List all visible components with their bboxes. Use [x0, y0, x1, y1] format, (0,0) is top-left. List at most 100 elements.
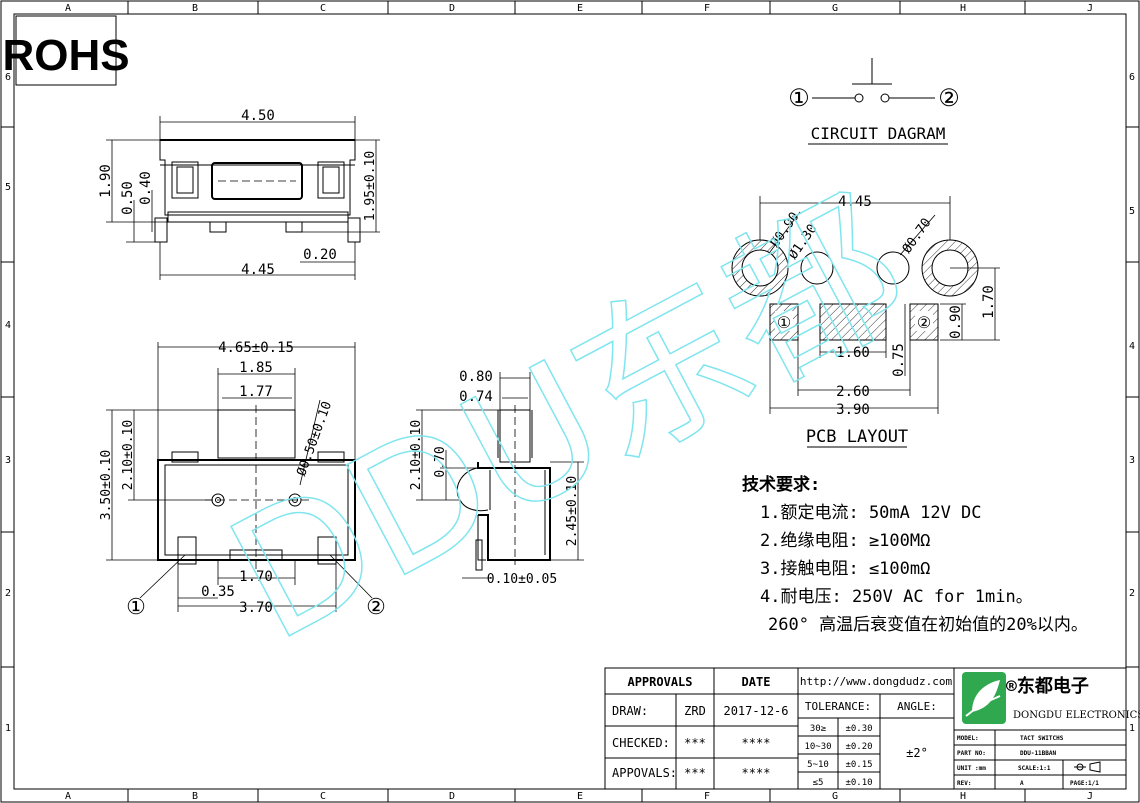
- tb-tol-range-1: 10~30: [804, 742, 831, 752]
- svg-text:C: C: [320, 791, 326, 802]
- tb-rev-value: A: [1020, 780, 1024, 787]
- svg-text:G: G: [832, 3, 838, 14]
- tb-model-label: MODEL:: [957, 735, 979, 742]
- requirement-1: 1.额定电流: 50mA 12V DC: [760, 503, 982, 523]
- column-labels-bottom: A B C D E F G H J: [65, 791, 1093, 802]
- circuit-title: CIRCUIT DAGRAM: [811, 124, 946, 143]
- svg-text:6: 6: [5, 72, 11, 83]
- requirement-5: 260° 高温后衰变值在初始值的20%以内。: [768, 615, 1088, 635]
- rohs-box: [15, 15, 117, 86]
- title-block: APPROVALS DATE http://www.dongdudz.com D…: [604, 667, 1140, 790]
- svg-text:6: 6: [1129, 72, 1135, 83]
- pcb-hole-right: [876, 251, 910, 285]
- tb-tol-range-2: 5~10: [807, 760, 829, 770]
- tb-company-cn: ®东都电子: [1006, 675, 1089, 697]
- dim-177: 1.77: [239, 384, 273, 400]
- svg-text:J: J: [1087, 3, 1093, 14]
- front-pin2-label: ②: [366, 595, 386, 620]
- dim-185: 1.85: [239, 360, 273, 376]
- row-labels-left: 6 5 4 3 2 1: [5, 72, 11, 734]
- dim-height-050: 0.50: [120, 181, 136, 215]
- dim-side-070: 0.70: [433, 446, 448, 477]
- dim-080: 0.80: [459, 369, 493, 385]
- tb-tolerance-label: TOLERANCE:: [805, 700, 871, 713]
- dim-074: 0.74: [459, 389, 493, 405]
- pcb-dim-260: 2.60: [836, 384, 870, 400]
- tb-page-label: PAGE:1/1: [1070, 780, 1099, 787]
- requirement-4: 4.耐电压: 250V AC for 1min。: [760, 587, 1033, 607]
- svg-text:4: 4: [5, 320, 11, 331]
- dim-height-040: 0.40: [138, 171, 154, 205]
- tb-checked-date: ****: [742, 736, 771, 750]
- svg-text:5: 5: [5, 182, 11, 193]
- svg-text:B: B: [192, 3, 198, 14]
- dim-210: 2.10±0.10: [121, 420, 136, 490]
- top-view: 4.50 4.45 1.90 0.50 0.40 1.95±0.10 0.20: [98, 108, 380, 280]
- requirement-2: 2.绝缘电阻: ≥100MΩ: [760, 531, 930, 551]
- pin1-terminal: [177, 536, 197, 565]
- dim-465: 4.65±0.15: [218, 340, 294, 356]
- dim-side-210: 2.10±0.10: [409, 420, 424, 490]
- tb-date: DATE: [742, 675, 771, 689]
- tb-draw-date: 2017-12-6: [723, 704, 788, 718]
- tb-approvals: APPROVALS: [627, 675, 692, 689]
- tb-unit-label: UNIT :mm: [957, 765, 986, 772]
- pcb-pad-center: [819, 303, 887, 341]
- inner-frame: [13, 13, 1127, 790]
- tb-part-value: DDU-11BBAN: [1020, 750, 1057, 757]
- front-pin1-label: ①: [126, 595, 146, 620]
- dim-350: 3.50±0.10: [99, 450, 114, 520]
- front-view-actuator: [217, 409, 296, 459]
- side-view-actuator: [499, 409, 531, 463]
- rohs-label: ROHS: [2, 31, 129, 80]
- tb-part-label: PART NO:: [957, 750, 986, 757]
- dim-370: 3.70: [239, 600, 273, 616]
- pcb-dim-160: 1.60: [836, 345, 870, 361]
- row-labels-right: 6 5 4 3 2 1: [1129, 72, 1135, 734]
- tb-angle-value: ±2°: [906, 746, 928, 760]
- svg-text:1: 1: [1129, 723, 1135, 734]
- svg-text:1: 1: [5, 723, 11, 734]
- pcb-dim-170: 1.70: [981, 285, 997, 319]
- svg-text:2: 2: [1129, 588, 1135, 599]
- tb-scale-label: SCALE:1:1: [1018, 765, 1051, 772]
- svg-text:A: A: [65, 3, 71, 14]
- svg-text:H: H: [960, 791, 966, 802]
- dim-height-190: 1.90: [98, 164, 114, 198]
- pin2-terminal: [317, 536, 337, 565]
- front-view-body: [157, 459, 356, 561]
- svg-text:H: H: [960, 3, 966, 14]
- svg-text:A: A: [65, 791, 71, 802]
- dim-height-195: 1.95±0.10: [363, 151, 378, 221]
- svg-text:G: G: [832, 791, 838, 802]
- tb-draw-by: ZRD: [684, 704, 706, 718]
- pcb-dim-390: 3.90: [836, 402, 870, 418]
- tb-rev-label: REV:: [957, 780, 971, 787]
- column-labels-top: A B C D E F G H J: [65, 3, 1093, 14]
- tb-model-value: TACT SWITCHS: [1020, 735, 1064, 742]
- svg-text:C: C: [320, 3, 326, 14]
- tb-appovals-by: ***: [684, 766, 706, 780]
- top-view-button: [211, 162, 303, 200]
- tb-draw-label: DRAW:: [612, 704, 648, 718]
- tb-company-en: DONGDU ELECTRONICS: [1013, 710, 1140, 721]
- svg-text:5: 5: [1129, 206, 1135, 217]
- dim-top-width: 4.50: [241, 108, 275, 124]
- tb-checked-by: ***: [684, 736, 706, 750]
- requirements: 技术要求: 1.额定电流: 50mA 12V DC 2.绝缘电阻: ≥100MΩ…: [742, 474, 1088, 635]
- side-view: 0.80 0.74 2.10±0.10 0.70 2.45±0.10 0.10±…: [409, 369, 584, 587]
- dim-170: 1.70: [239, 569, 273, 585]
- tb-tol-range-0: 30≥: [810, 724, 827, 734]
- tb-tol-value-1: ±0.20: [845, 742, 872, 752]
- circuit-pin2: ②: [938, 84, 960, 112]
- dim-side-010: 0.10±0.05: [487, 572, 557, 587]
- svg-text:D: D: [449, 791, 455, 802]
- pcb-hole-left: [800, 251, 834, 285]
- circuit-diagram: ① ② CIRCUIT DAGRAM: [788, 58, 960, 145]
- top-view-body: [159, 139, 356, 216]
- dim-bottom-width: 4.45: [241, 262, 275, 278]
- svg-text:2: 2: [5, 588, 11, 599]
